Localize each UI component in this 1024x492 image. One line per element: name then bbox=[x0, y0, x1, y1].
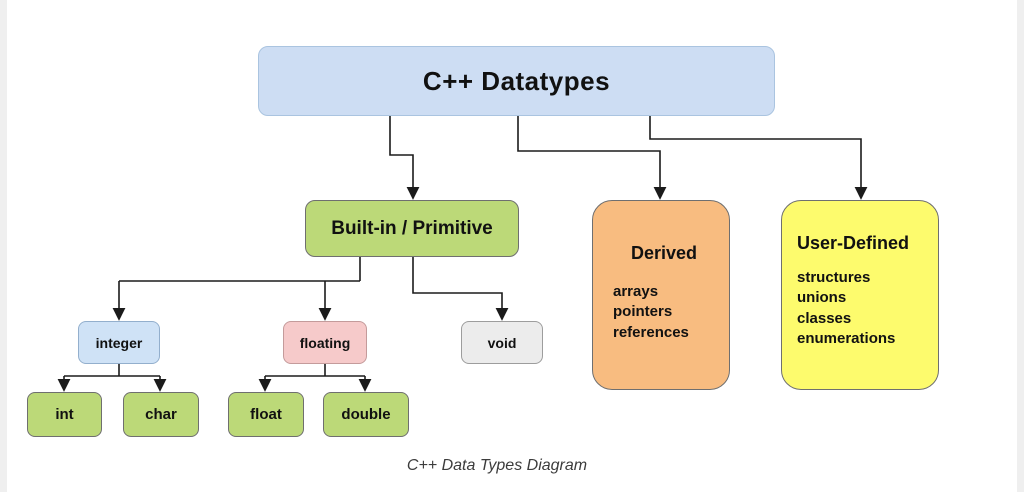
connector-root-user bbox=[649, 116, 868, 200]
node-void-label: void bbox=[487, 334, 517, 351]
node-integer-label: integer bbox=[95, 334, 143, 351]
user-defined-item-enumerations: enumerations bbox=[797, 329, 896, 347]
node-derived-list: arrays pointers references bbox=[613, 282, 689, 343]
node-user-defined: User-Defined structures unions classes e… bbox=[781, 200, 939, 390]
node-user-defined-title: User-Defined bbox=[797, 233, 910, 253]
derived-item-pointers: pointers bbox=[613, 303, 673, 321]
node-integer: integer bbox=[78, 321, 160, 364]
node-cpp-datatypes-label: C++ Datatypes bbox=[422, 65, 611, 96]
node-double-label: double bbox=[341, 406, 391, 423]
node-derived-title: Derived bbox=[630, 243, 698, 263]
node-float: float bbox=[228, 392, 304, 437]
node-user-defined-list: structures unions classes enumerations bbox=[797, 268, 895, 349]
node-int: int bbox=[27, 392, 102, 437]
node-floating: floating bbox=[283, 321, 367, 364]
node-double: double bbox=[323, 392, 409, 437]
connector-root-derived bbox=[517, 116, 667, 200]
connector-root-builtin bbox=[389, 116, 420, 200]
node-builtin-primitive: Built-in / Primitive bbox=[305, 200, 519, 257]
user-defined-item-classes: classes bbox=[797, 309, 852, 327]
connector-builtin-void bbox=[412, 257, 509, 321]
user-defined-item-unions: unions bbox=[797, 289, 847, 307]
node-float-label: float bbox=[250, 406, 282, 423]
derived-item-arrays: arrays bbox=[613, 283, 659, 300]
node-floating-label: floating bbox=[299, 334, 351, 351]
node-builtin-primitive-label: Built-in / Primitive bbox=[331, 217, 493, 239]
derived-item-references: references bbox=[613, 323, 689, 341]
diagram-caption: C++ Data Types Diagram bbox=[406, 457, 588, 474]
node-char: char bbox=[123, 392, 199, 437]
node-cpp-datatypes: C++ Datatypes bbox=[258, 46, 775, 116]
user-defined-item-structures: structures bbox=[797, 269, 871, 286]
node-int-label: int bbox=[55, 406, 74, 423]
node-void: void bbox=[461, 321, 543, 364]
node-derived: Derived arrays pointers references bbox=[592, 200, 730, 390]
node-char-label: char bbox=[145, 406, 177, 423]
